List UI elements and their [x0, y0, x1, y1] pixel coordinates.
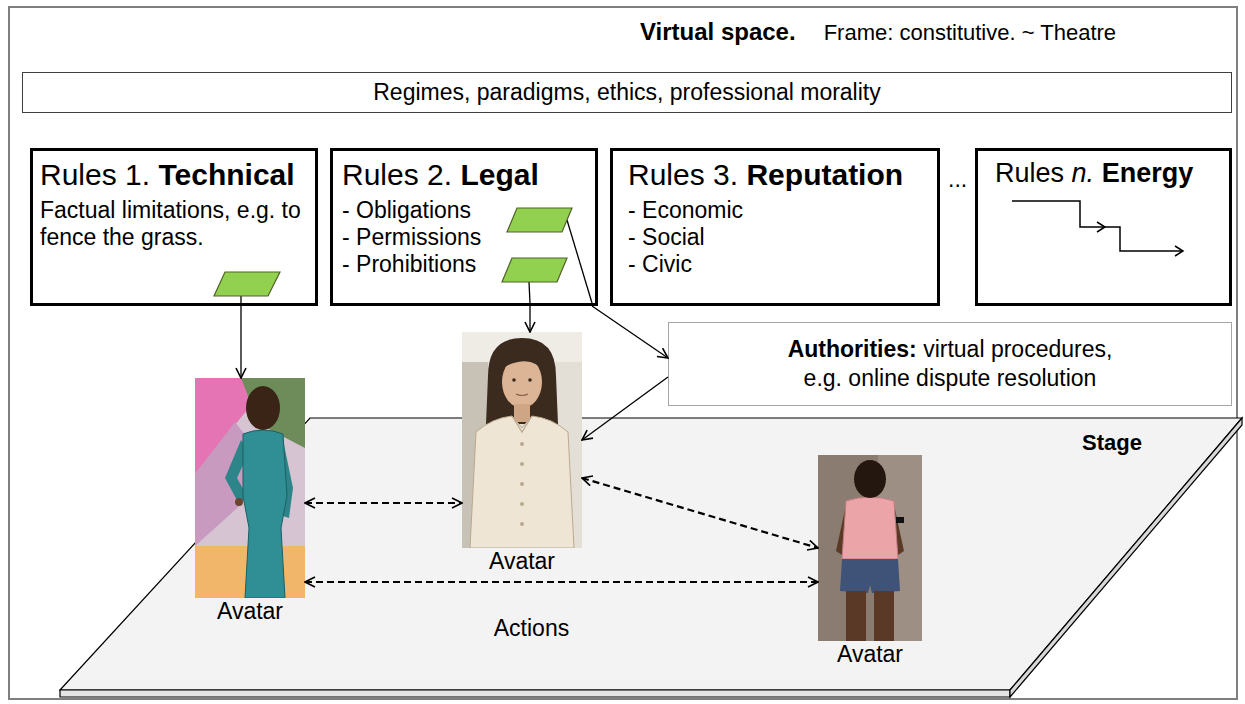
frame-title: Virtual space.	[640, 18, 796, 46]
avatar-figure: Avatar	[195, 378, 305, 624]
rules-number: Rules 1.	[40, 158, 150, 191]
energy-flow-symbol	[1012, 201, 1183, 251]
rule-connector	[529, 306, 530, 332]
avatar-art	[486, 338, 558, 424]
rules-box: Rules n.Energy	[975, 148, 1232, 306]
frame-heading: Virtual space. Frame: constitutive. ~ The…	[640, 18, 1116, 46]
list-item: - Permissions	[342, 224, 586, 251]
stage-edge	[1010, 418, 1242, 697]
avatar-caption: Avatar	[818, 641, 922, 667]
rules-box: Rules 1.TechnicalFactual limitations, e.…	[30, 148, 318, 306]
frame-box: Virtual space. Frame: constitutive. ~ The…	[8, 6, 1238, 700]
rules-heading: Rules 1.Technical	[40, 157, 308, 193]
avatar-art	[842, 497, 898, 559]
rule-connector	[592, 306, 668, 358]
avatar-art	[520, 522, 524, 526]
avatar-art	[512, 378, 516, 382]
list-item: - Obligations	[342, 197, 586, 224]
avatar-art	[528, 378, 532, 382]
rule-tag	[502, 258, 567, 282]
avatar-art	[895, 517, 904, 523]
authority-text-block: Authorities:virtual procedures, e.g. onl…	[780, 335, 1120, 393]
avatar-caption: Avatar	[195, 598, 305, 624]
leader-line	[529, 282, 530, 303]
avatar-art	[235, 498, 243, 506]
avatar-art	[520, 482, 524, 486]
rules-word: Rules	[995, 158, 1064, 188]
avatar-art	[470, 416, 574, 548]
avatar-art	[246, 386, 280, 430]
avatar-art	[243, 430, 287, 598]
energy-flow-arrowhead	[1175, 246, 1183, 256]
rules-heading: Rules 2.Legal	[342, 157, 586, 193]
rule-connector	[240, 306, 241, 378]
rules-name: Reputation	[746, 158, 903, 191]
leader-line	[567, 220, 592, 303]
list-item: - Economic	[628, 197, 922, 224]
avatar-art	[498, 346, 548, 374]
rules-name: Legal	[460, 158, 538, 191]
leader-line	[240, 296, 241, 303]
avatar-art	[818, 455, 922, 641]
list-item: - Civic	[628, 251, 922, 278]
avatar-art	[520, 462, 524, 466]
rule-tag	[507, 208, 572, 232]
avatar-art	[520, 442, 524, 446]
list-item: - Prohibitions	[342, 251, 586, 278]
avatar-art	[195, 378, 305, 598]
connector-label: Actions	[494, 615, 569, 642]
avatar-figure: Avatar	[818, 455, 922, 667]
rules-name: Energy	[1102, 158, 1194, 188]
band-text: Regimes, paradigms, ethics, professional…	[373, 79, 880, 106]
authority-name: Authorities:	[788, 336, 917, 362]
rules-box: Rules 2.Legal - Obligations- Permissions-…	[330, 148, 598, 306]
rules-name: Technical	[158, 158, 294, 191]
authority-box: Authorities:virtual procedures, e.g. onl…	[668, 322, 1232, 406]
avatar-image	[818, 455, 922, 641]
rules-body-list: - Obligations- Permissions- Prohibitions	[342, 197, 586, 278]
stage-edge	[60, 690, 1010, 697]
rules-body-list: - Economic- Social- Civic	[628, 197, 922, 278]
avatar-art	[520, 502, 524, 506]
band-box: Regimes, paradigms, ethics, professional…	[22, 72, 1232, 113]
rules-body-list: Factual limitations, e.g. to fence the g…	[40, 197, 308, 251]
stage-top	[60, 418, 1242, 690]
rules-index: n.	[1072, 158, 1095, 188]
avatar-art	[516, 394, 528, 396]
avatar-art	[514, 404, 530, 422]
rules-heading: Rules n.Energy	[995, 157, 1212, 189]
avatar-art	[512, 416, 532, 432]
energy-flow-arrowhead	[1097, 222, 1105, 232]
rules-heading: Rules 3.Reputation	[628, 157, 922, 193]
rules-number: Rules 2.	[342, 158, 452, 191]
avatar-art	[846, 591, 866, 641]
avatar-image	[462, 332, 582, 548]
rule-tag	[214, 272, 280, 296]
rules-number: Rules 3.	[628, 158, 738, 191]
avatar-art	[462, 332, 582, 548]
stage-label: Stage	[1082, 430, 1142, 456]
avatar-art	[874, 591, 894, 641]
frame-subtitle: Frame: constitutive. ~ Theatre	[824, 20, 1116, 46]
avatar-caption: Avatar	[462, 548, 582, 574]
ellipsis-label: ...	[948, 166, 967, 193]
rules-body: Factual limitations, e.g. to fence the g…	[40, 197, 308, 251]
list-item: - Social	[628, 224, 922, 251]
avatar-art	[840, 559, 900, 593]
avatar-figure: Avatar	[462, 332, 582, 574]
avatar-art	[854, 460, 886, 498]
avatar-image	[195, 378, 305, 598]
rules-box: Rules 3.Reputation - Economic- Social- Ci…	[610, 148, 940, 306]
